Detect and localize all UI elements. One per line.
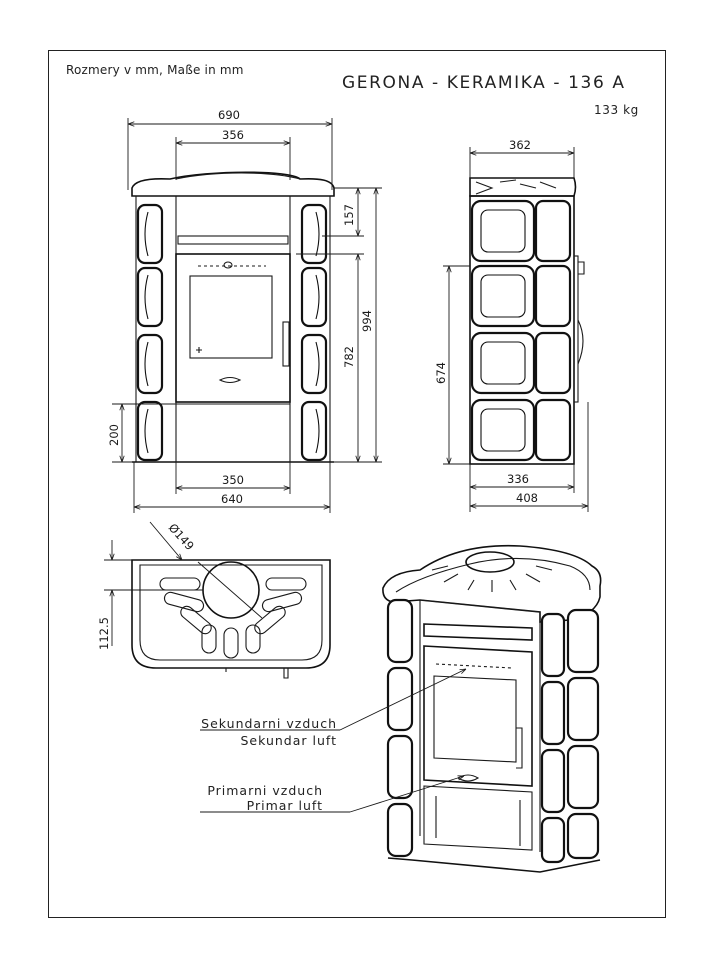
drawing-title: GERONA - KERAMIKA - 136 A xyxy=(342,73,626,93)
front-dimensions: 690 356 350 640 157 782 994 200 xyxy=(107,108,382,513)
front-view xyxy=(131,171,335,463)
side-dimensions: 362 674 336 408 xyxy=(434,138,589,512)
primary-air-label-1: Primarni vzduch xyxy=(207,783,323,798)
dim-408: 408 xyxy=(516,491,538,505)
iso-left-tiles xyxy=(386,598,414,858)
isometric-view xyxy=(382,544,602,873)
front-right-tiles xyxy=(300,203,328,462)
secondary-air-label-1: Sekundarni vzduch xyxy=(201,716,337,731)
top-dimensions: Ø149 112.5 xyxy=(97,521,203,650)
top-view xyxy=(131,559,331,679)
dim-157: 157 xyxy=(342,204,356,226)
primary-air-label-2: Primar luft xyxy=(246,798,323,813)
dim-336: 336 xyxy=(507,472,529,486)
side-tiles xyxy=(470,199,572,462)
secondary-air-label-2: Sekundar luft xyxy=(240,733,337,748)
dim-674: 674 xyxy=(434,362,448,384)
side-view xyxy=(469,177,585,465)
iso-right-tiles xyxy=(540,608,600,864)
dim-782: 782 xyxy=(342,346,356,368)
dim-356: 356 xyxy=(222,128,244,142)
dim-362: 362 xyxy=(509,138,531,152)
weight-label: 133 kg xyxy=(594,103,639,117)
front-left-tiles xyxy=(136,203,164,462)
dim-200: 200 xyxy=(107,424,121,446)
dim-diameter: Ø149 xyxy=(166,521,197,553)
units-note: Rozmery v mm, Maße in mm xyxy=(66,63,244,77)
callout-leaders xyxy=(200,669,466,813)
drawing-frame xyxy=(48,50,666,918)
dim-640: 640 xyxy=(221,492,243,506)
dim-690: 690 xyxy=(218,108,240,122)
dim-112-5: 112.5 xyxy=(97,617,111,650)
dim-350: 350 xyxy=(222,473,244,487)
dim-994: 994 xyxy=(360,310,374,332)
